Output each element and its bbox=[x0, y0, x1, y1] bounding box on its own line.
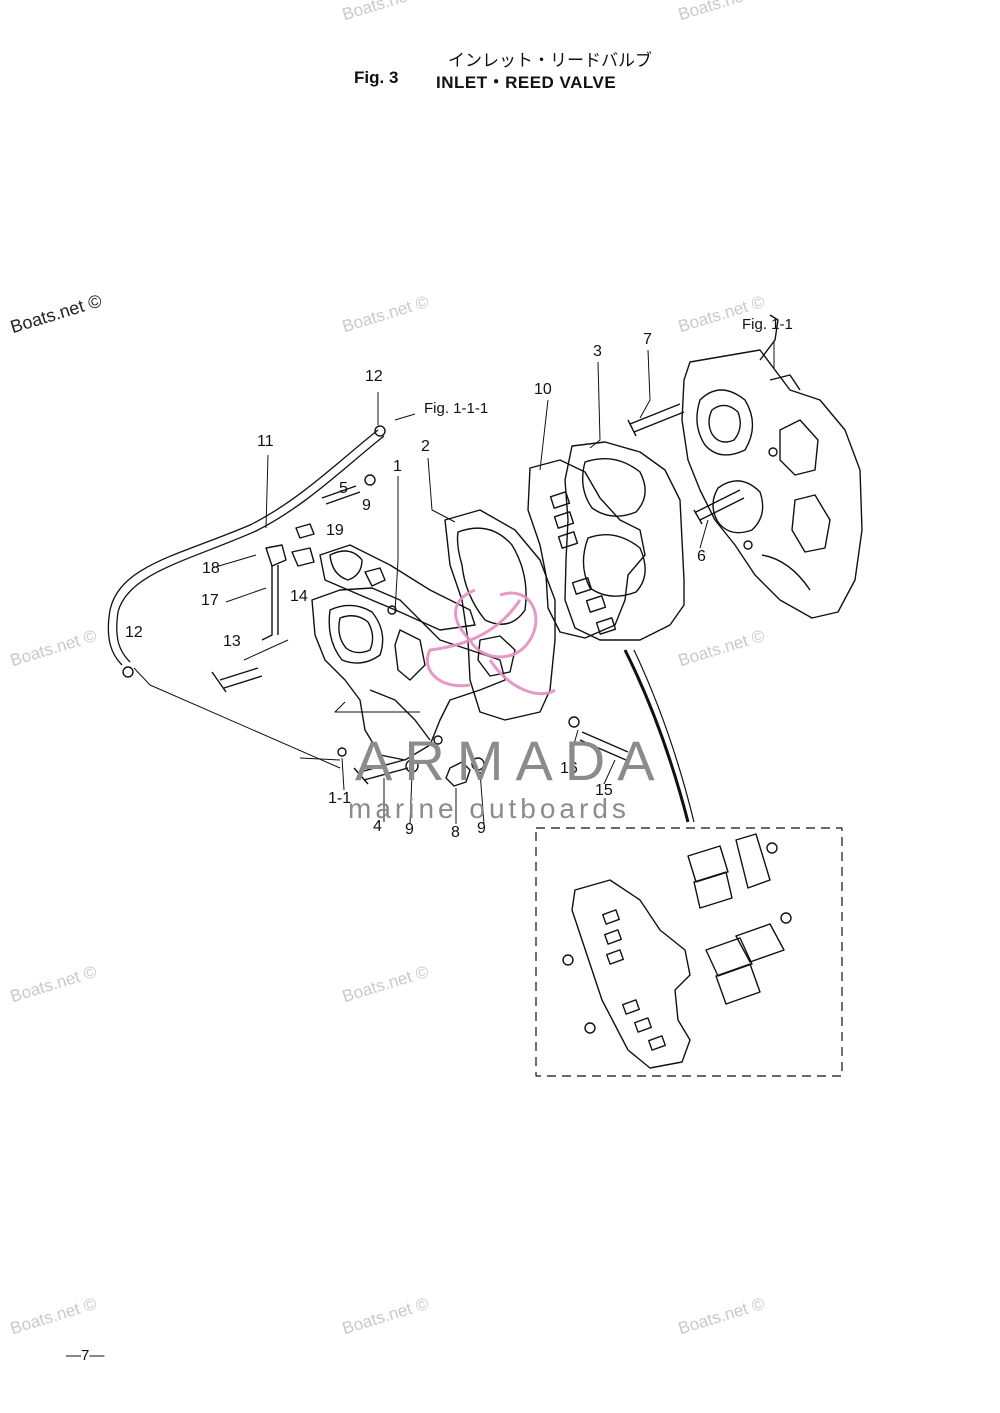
callout: 11 bbox=[257, 433, 274, 450]
fitting-14 bbox=[291, 547, 315, 567]
washer-9b bbox=[405, 759, 419, 773]
brand-tagline: marine outboards bbox=[348, 793, 630, 824]
callout: 7 bbox=[643, 331, 652, 348]
crankcase-block bbox=[681, 314, 863, 619]
washer-16 bbox=[568, 716, 580, 728]
figure-ref-1-1: Fig. 1-1 bbox=[742, 316, 793, 333]
title-japanese: インレット・リードバルブ bbox=[448, 51, 652, 71]
stud-7 bbox=[627, 403, 685, 437]
callout: 10 bbox=[534, 381, 552, 398]
callout: 12 bbox=[365, 368, 383, 385]
detail-box bbox=[535, 827, 843, 1077]
detail-reed-plate bbox=[562, 879, 691, 1069]
bolt-5 bbox=[321, 485, 361, 505]
callout: 15 bbox=[595, 782, 613, 799]
callout: 8 bbox=[451, 824, 460, 841]
reed-plate-10 bbox=[527, 459, 646, 639]
callout: 17 bbox=[201, 592, 219, 609]
detail-reed-petals bbox=[687, 833, 792, 1005]
callout: 9 bbox=[477, 820, 486, 837]
callout: 3 bbox=[593, 343, 602, 360]
callout: 5 bbox=[339, 480, 348, 497]
clamp-12-top bbox=[374, 425, 386, 437]
page-number: —7— bbox=[66, 1347, 105, 1364]
pin-1-1 bbox=[337, 747, 347, 757]
stud-15 bbox=[579, 731, 629, 761]
bolt-4 bbox=[353, 759, 409, 785]
figure-ref-1-1-1: Fig. 1-1-1 bbox=[424, 400, 489, 417]
callout: 14 bbox=[290, 588, 308, 605]
callout: 1-1 bbox=[328, 790, 352, 807]
inlet-manifold-1 bbox=[311, 544, 516, 761]
washer-9c bbox=[471, 757, 485, 771]
callout: 19 bbox=[326, 522, 344, 539]
stud-6 bbox=[693, 489, 745, 525]
nut-8 bbox=[445, 761, 471, 787]
bolt-13 bbox=[211, 667, 263, 693]
callout: 1 bbox=[393, 458, 402, 475]
washer-9a bbox=[364, 474, 376, 486]
clamp-12-bottom bbox=[122, 666, 134, 678]
armada-logo-mark bbox=[425, 588, 556, 696]
gasket-2 bbox=[444, 509, 556, 721]
callout: 6 bbox=[697, 548, 706, 565]
callout: 2 bbox=[421, 438, 430, 455]
brand-name: ARMADA bbox=[355, 729, 667, 792]
pipe-17 bbox=[261, 565, 273, 641]
fitting-18 bbox=[265, 544, 287, 567]
clip-19 bbox=[295, 523, 315, 539]
callout: 9 bbox=[405, 821, 414, 838]
hose-11 bbox=[107, 429, 385, 666]
callout: 4 bbox=[373, 818, 382, 835]
figure-number: Fig. 3 bbox=[354, 68, 399, 87]
figure-title: INLET・REED VALVE bbox=[436, 73, 617, 92]
callout: 16 bbox=[560, 760, 578, 777]
callout: 12 bbox=[125, 624, 143, 641]
callout: 9 bbox=[362, 497, 371, 514]
callout: 18 bbox=[202, 560, 220, 577]
callout: 13 bbox=[223, 633, 241, 650]
